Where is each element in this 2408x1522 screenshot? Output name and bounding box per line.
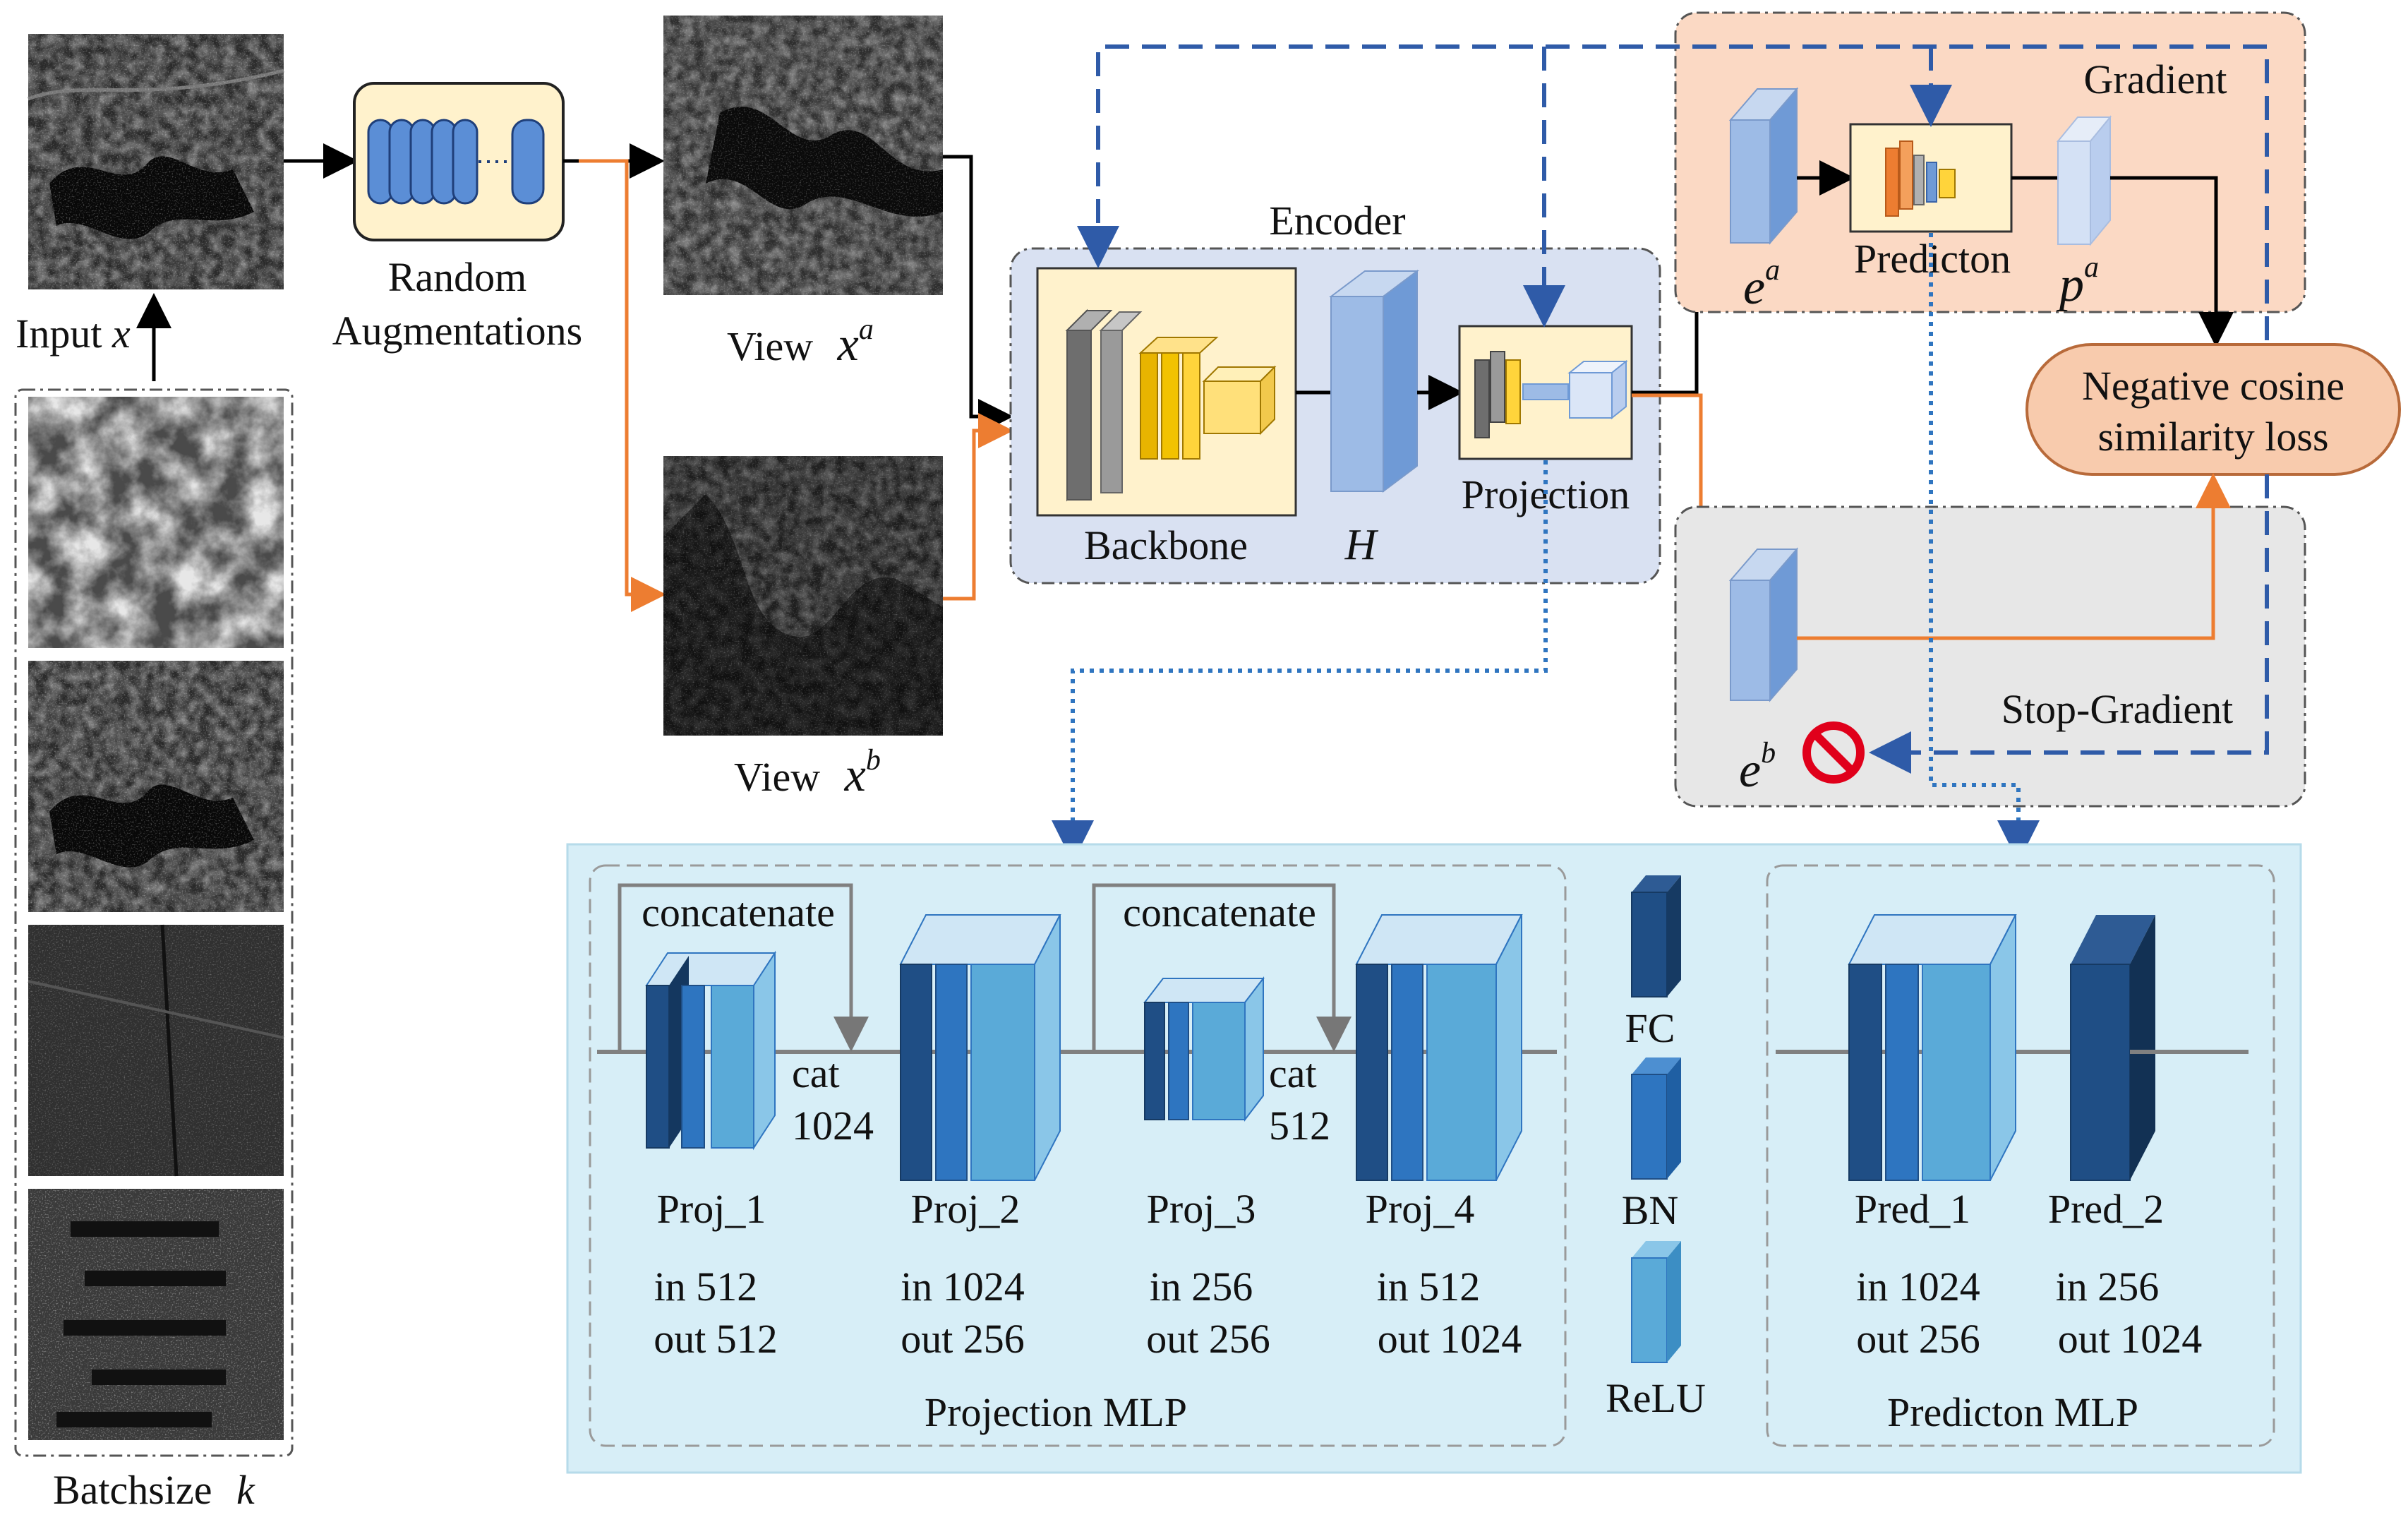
legend-fc-swatch [1631, 875, 1681, 997]
stop-gradient-title: Stop-Gradient [2001, 686, 2234, 732]
view-b-to-encoder-arrow [943, 413, 1013, 601]
eb-to-loss-arrow [1797, 473, 2231, 640]
proj-3-in: in 256 [1150, 1264, 1253, 1310]
cat-1-label: cat [792, 1050, 840, 1096]
projection-detail-pointer [1052, 460, 1548, 863]
proj-1-layer [645, 950, 776, 1151]
pred-2-name: Pred_2 [2048, 1186, 2164, 1232]
proj-2-name: Proj_2 [911, 1186, 1021, 1232]
predictor-block [1849, 123, 2013, 233]
pa-feature-block [2056, 115, 2112, 246]
pred-2-layer [2070, 915, 2155, 1181]
view-b-image [663, 456, 943, 736]
legend-bn-label: BN [1622, 1187, 1679, 1233]
cat-2-label: cat [1269, 1050, 1317, 1096]
pred-1-in: in 1024 [1856, 1264, 1980, 1310]
concat-label-2: concatenate [1123, 889, 1316, 935]
batch-frame [14, 388, 294, 1457]
input-image [28, 34, 284, 289]
eb-label: eb [1739, 737, 1776, 798]
proj-4-in: in 512 [1377, 1264, 1481, 1310]
view-b-label: View xb [734, 744, 881, 801]
concat-loop-1 [618, 883, 869, 1052]
aug-label-line1: Random [388, 254, 527, 300]
h-feature-block [1329, 270, 1419, 493]
proj-4-layer [1355, 914, 1523, 1181]
proj-1-out: out 512 [654, 1316, 778, 1362]
batch-label: Batchsize k [53, 1467, 255, 1513]
aug-to-view-b-arrow [579, 159, 666, 612]
proj-3-layer [1143, 976, 1265, 1122]
loss-label-line2: similarity loss [2097, 414, 2328, 460]
view-a-label: View xa [727, 313, 874, 371]
pred-1-name: Pred_1 [1855, 1186, 1970, 1232]
stop-gradient-box [1674, 505, 2306, 808]
pa-to-loss-arrow [2110, 176, 2234, 347]
proj-2-out: out 256 [901, 1316, 1025, 1362]
proj-1-in: in 512 [654, 1264, 758, 1310]
proj-2-layer [899, 914, 1061, 1181]
view-a-to-encoder-arrow [943, 155, 1013, 434]
gradient-flow-to-stop [1869, 474, 2269, 774]
view-a-image [663, 16, 943, 295]
predictor-detail-pointer [1929, 233, 2040, 863]
predictor-mlp-title: Predicton MLP [1887, 1389, 2138, 1435]
proj-2-in: in 1024 [901, 1264, 1025, 1310]
proj-4-out: out 1024 [1378, 1316, 1522, 1362]
batch-image-1 [28, 397, 284, 648]
gradient-flow-to-backbone [1077, 44, 2269, 340]
pred-1-out: out 256 [1856, 1316, 1980, 1362]
ea-feature-block [1728, 87, 1799, 245]
batch-image-2 [28, 661, 284, 912]
legend-fc-label: FC [1625, 1005, 1675, 1051]
backbone-block [1036, 267, 1297, 517]
aug-label-line2: Augmentations [332, 308, 582, 354]
legend-relu-label: ReLU [1606, 1375, 1706, 1421]
proj-4-name: Proj_4 [1366, 1186, 1475, 1232]
concat-loop-2 [1092, 883, 1352, 1052]
backbone-label: Backbone [1084, 522, 1248, 568]
pa-label: pa [2056, 251, 2099, 312]
h-label: H [1344, 521, 1379, 569]
stop-gradient-icon [1802, 721, 1865, 784]
concat-label-1: concatenate [642, 889, 835, 935]
input-label: Input x [16, 311, 131, 356]
pred-2-out: out 1024 [2058, 1316, 2203, 1362]
projection-mlp-frame [589, 864, 1567, 1447]
pred-1-layer [1848, 914, 2017, 1181]
loss-label-line1: Negative cosine [2082, 363, 2344, 409]
pred-2-in: in 256 [2056, 1264, 2160, 1310]
batch-image-3 [28, 924, 284, 1177]
gradient-title: Gradient [2084, 56, 2227, 102]
predictor-mlp-frame [1766, 864, 2275, 1447]
batch-image-4 [28, 1189, 284, 1440]
encoder-title: Encoder [1269, 198, 1405, 244]
proj-1-name: Proj_1 [657, 1186, 766, 1232]
eb-feature-block [1728, 547, 1799, 702]
projection-mlp-title: Projection MLP [925, 1389, 1187, 1435]
proj-3-out: out 256 [1146, 1316, 1270, 1362]
projection-block [1458, 325, 1633, 460]
legend-bn-swatch [1631, 1057, 1681, 1180]
augmentation-block [353, 82, 565, 241]
proj-3-name: Proj_3 [1147, 1186, 1256, 1232]
ea-label: ea [1743, 254, 1780, 315]
legend-relu-swatch [1631, 1241, 1681, 1363]
cat-2-dim: 512 [1269, 1103, 1330, 1149]
cat-1-dim: 1024 [792, 1103, 874, 1149]
